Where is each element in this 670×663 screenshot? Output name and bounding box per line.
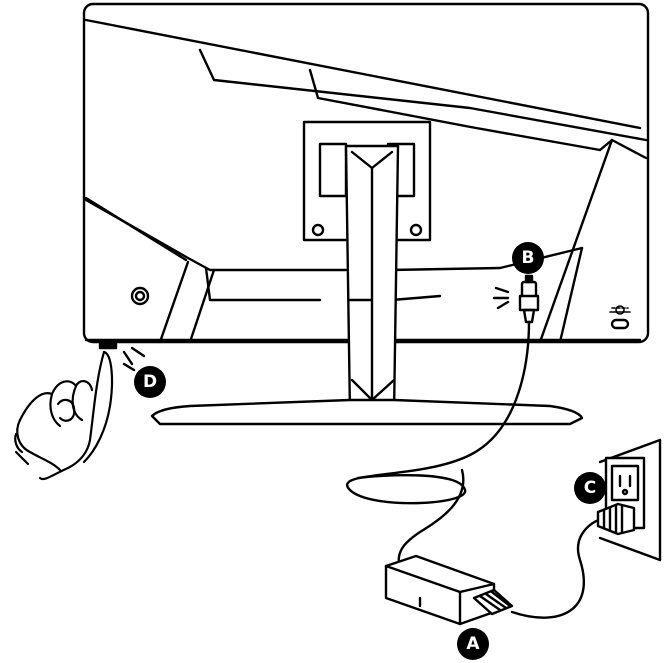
callout-c: C <box>574 472 606 504</box>
svg-text:B: B <box>522 248 535 268</box>
callout-d: D <box>134 366 166 398</box>
hand-pressing-icon <box>15 352 112 479</box>
svg-text:C: C <box>584 478 596 498</box>
callout-b: B <box>512 242 544 274</box>
press-motion-lines <box>124 348 144 370</box>
ac-cable <box>512 518 604 618</box>
wall-outlet <box>598 440 660 560</box>
stand-base <box>152 400 582 424</box>
power-button[interactable] <box>100 342 116 348</box>
stand-neck <box>346 146 398 414</box>
callout-a: A <box>457 628 489 660</box>
svg-text:D: D <box>143 372 157 392</box>
power-adapter <box>386 556 494 624</box>
svg-text:A: A <box>466 634 480 654</box>
